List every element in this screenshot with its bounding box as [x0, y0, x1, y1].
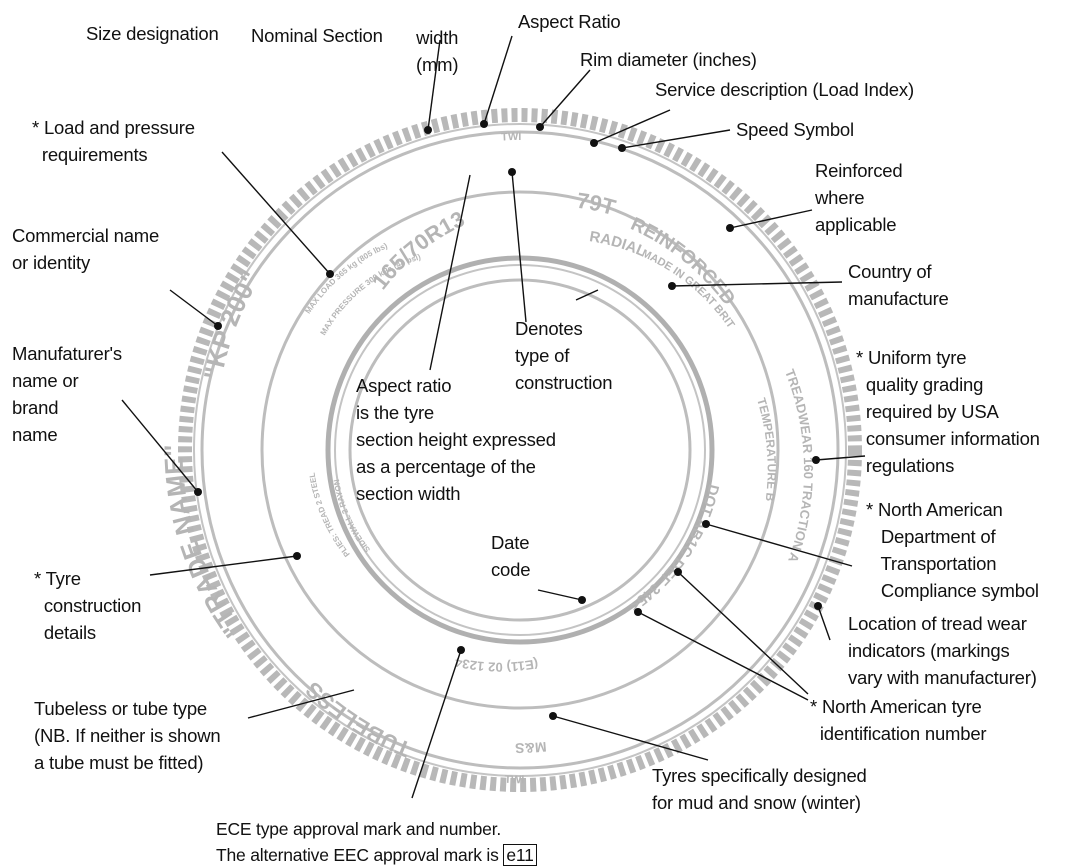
label-eec-approval: The alternative EEC approval mark is e11	[216, 842, 537, 868]
label-tyre-id: * North American tyre identification num…	[810, 696, 987, 744]
tyre-ece-marking: (E11) 02 1234	[453, 654, 540, 674]
label-commercial-name: Commercial name or identity	[12, 225, 160, 273]
leader-line-tyre-id-2	[637, 611, 809, 701]
label-mud-snow: Tyres specifically designed for mud and …	[652, 765, 867, 813]
label-utqg: * Uniform tyre quality grading required …	[856, 347, 1040, 476]
middle-ring	[260, 190, 780, 710]
leader-line-tyre-construction	[149, 555, 298, 576]
label-manufacturer: Manufaturer's name or brand name	[12, 343, 122, 445]
outer-edge-ring	[193, 123, 847, 777]
label-country: Country of manufacture	[848, 261, 949, 309]
label-date-code: Date code	[491, 532, 531, 580]
leader-line-section-width	[427, 39, 441, 131]
inner-ring	[348, 278, 692, 622]
outer-ring	[200, 130, 840, 770]
leader-line-dot	[705, 523, 853, 567]
leader-line-construction-type	[511, 171, 527, 323]
label-tyre-construction: * Tyre construction details	[34, 568, 142, 643]
label-speed-symbol: Speed Symbol	[736, 119, 854, 140]
leader-line-tread-wear	[817, 605, 831, 641]
leader-line-service	[593, 109, 671, 144]
leader-line-tyre-id-1	[677, 571, 809, 695]
leader-line-load	[221, 151, 331, 275]
leader-line-tubeless	[247, 689, 355, 719]
outer-tread-ring	[178, 108, 862, 792]
label-denotes-construction: Denotes type of construction	[515, 318, 613, 393]
tyre-reinforced-marking: REINFORCED	[627, 214, 739, 310]
tyre-treadwear-marking: TREADWEAR 160 TRACTION A	[782, 367, 816, 565]
leader-line-country	[671, 281, 843, 287]
leader-line-utqg	[815, 455, 866, 461]
leader-line-commercial	[169, 289, 219, 327]
leader-line-construction-type-2	[575, 289, 599, 301]
label-service-description: Service description (Load Index)	[655, 79, 914, 100]
leader-line-aspect-explain	[429, 174, 471, 371]
leader-line-aspect-ratio	[483, 35, 513, 125]
leader-line-ece	[411, 649, 462, 799]
label-dot-compliance: * North American Department of Transport…	[866, 499, 1039, 601]
label-size-designation: Size designation	[86, 23, 219, 44]
tyre-ms-marking: M&S	[515, 739, 547, 756]
eec-mark-box: e11	[503, 844, 537, 866]
leader-line-manufacturer	[121, 399, 199, 493]
tyre-twi-top-marking: TWI	[501, 131, 522, 144]
tyre-dot-marking: DOT AB1C DEF 345<	[626, 483, 722, 615]
leader-line-speed	[621, 129, 731, 149]
label-aspect-ratio: Aspect Ratio	[518, 11, 621, 32]
label-reinforced: Reinforced where applicable	[815, 160, 903, 235]
label-aspect-explanation: Aspect ratio is the tyre section height …	[356, 375, 556, 504]
tyre-service-marking: 79T	[575, 188, 619, 221]
label-width-mm: width (mm)	[416, 27, 459, 75]
leader-dots	[194, 120, 822, 720]
leader-lines	[121, 35, 866, 799]
label-eec-prefix: The alternative EEC approval mark is	[216, 845, 499, 865]
label-rim-diameter: Rim diameter (inches)	[580, 49, 757, 70]
leader-line-rim-diameter	[539, 69, 591, 128]
leader-line-reinforced	[729, 209, 813, 229]
label-load-pressure: * Load and pressure requirements	[32, 117, 195, 165]
label-nominal-section: Nominal Section	[251, 25, 383, 46]
label-tread-wear: Location of tread wear indicators (marki…	[848, 613, 1037, 688]
label-ece-approval: ECE type approval mark and number.	[216, 819, 502, 839]
leader-line-mud-snow	[552, 715, 709, 761]
leader-line-date-code	[537, 589, 583, 601]
tyre-twi-bottom-marking: TWI	[504, 774, 524, 786]
label-tubeless: Tubeless or tube type (NB. If neither is…	[34, 698, 221, 773]
